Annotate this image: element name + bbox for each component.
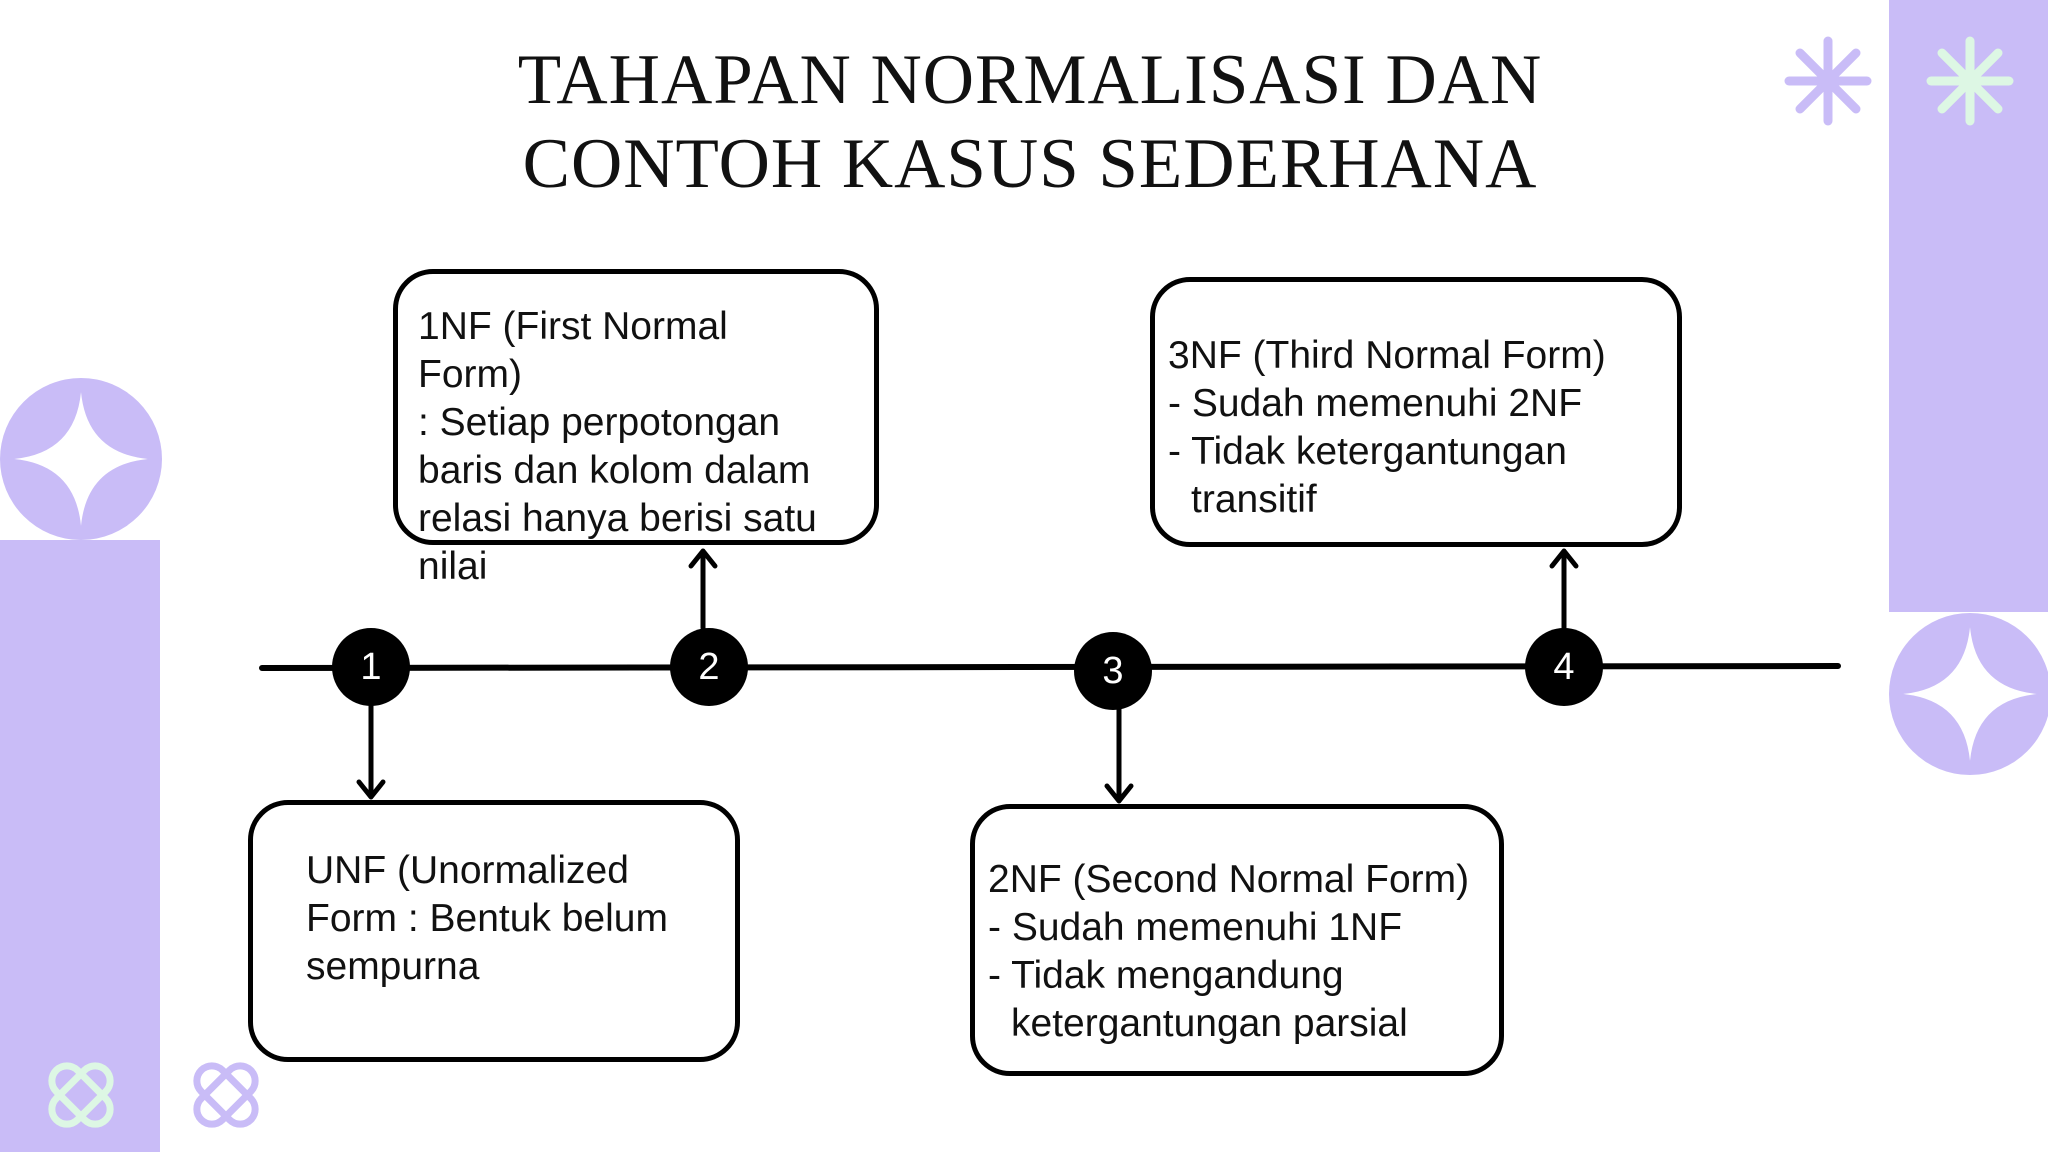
step-4-line-1: 3NF (Third Normal Form) (1168, 334, 1606, 377)
step-4-line-2: - Sudah memenuhi 2NF (1168, 382, 1583, 425)
cross-knot-icon (193, 1062, 259, 1128)
cross-knot-icon (48, 1062, 114, 1128)
title-line-2: CONTOH KASUS SEDERHANA (522, 125, 1538, 203)
step-3-line-3: - Tidak mengandung (988, 954, 1344, 997)
asterisk-icon (1926, 36, 2014, 126)
step-box-2nf: 2NF (Second Normal Form) - Sudah memenuh… (970, 804, 1504, 1076)
step-3-line-2: - Sudah memenuhi 1NF (988, 906, 1403, 949)
sparkle-ring-icon (1889, 613, 2048, 775)
step-2-line-1: 1NF (First Normal (418, 305, 728, 348)
step-1-line-1: UNF (Unormalized (306, 849, 629, 892)
asterisk-icon (1784, 36, 1872, 126)
step-3-line-4: ketergantungan parsial (1011, 1002, 1408, 1045)
step-node-4: 4 (1525, 628, 1603, 706)
arrow-up-icon (688, 548, 718, 631)
step-2-line-5: relasi hanya berisi satu (418, 497, 817, 540)
step-3-line-1: 2NF (Second Normal Form) (988, 858, 1470, 901)
left-accent-panel (0, 540, 160, 1152)
sparkle-ring-icon (0, 378, 162, 540)
title-line-1: TAHAPAN NORMALISASI DAN (517, 41, 1543, 119)
step-node-3: 3 (1074, 632, 1152, 710)
step-2-line-6: nilai (418, 545, 488, 588)
step-1-line-3: sempurna (306, 945, 480, 988)
step-4-line-3: - Tidak ketergantungan (1168, 430, 1567, 473)
step-box-1nf: 1NF (First Normal Form) : Setiap perpoto… (393, 269, 879, 588)
step-box-unf: UNF (Unormalized Form : Bentuk belum sem… (248, 800, 740, 1062)
step-4-line-4: transitif (1191, 478, 1317, 521)
arrow-down-icon (356, 702, 386, 800)
step-2-line-2: Form) (418, 353, 522, 396)
page-title: TAHAPAN NORMALISASI DAN CONTOH KASUS SED… (430, 38, 1630, 206)
step-2-line-3: : Setiap perpotongan (418, 401, 781, 444)
step-node-2: 2 (670, 628, 748, 706)
step-2-line-4: baris dan kolom dalam (418, 449, 811, 492)
step-1-line-2: Form : Bentuk belum (306, 897, 668, 940)
arrow-down-icon (1104, 705, 1134, 804)
arrow-up-icon (1549, 548, 1579, 631)
step-node-1: 1 (332, 628, 410, 706)
step-box-3nf: 3NF (Third Normal Form) - Sudah memenuhi… (1150, 277, 1682, 547)
